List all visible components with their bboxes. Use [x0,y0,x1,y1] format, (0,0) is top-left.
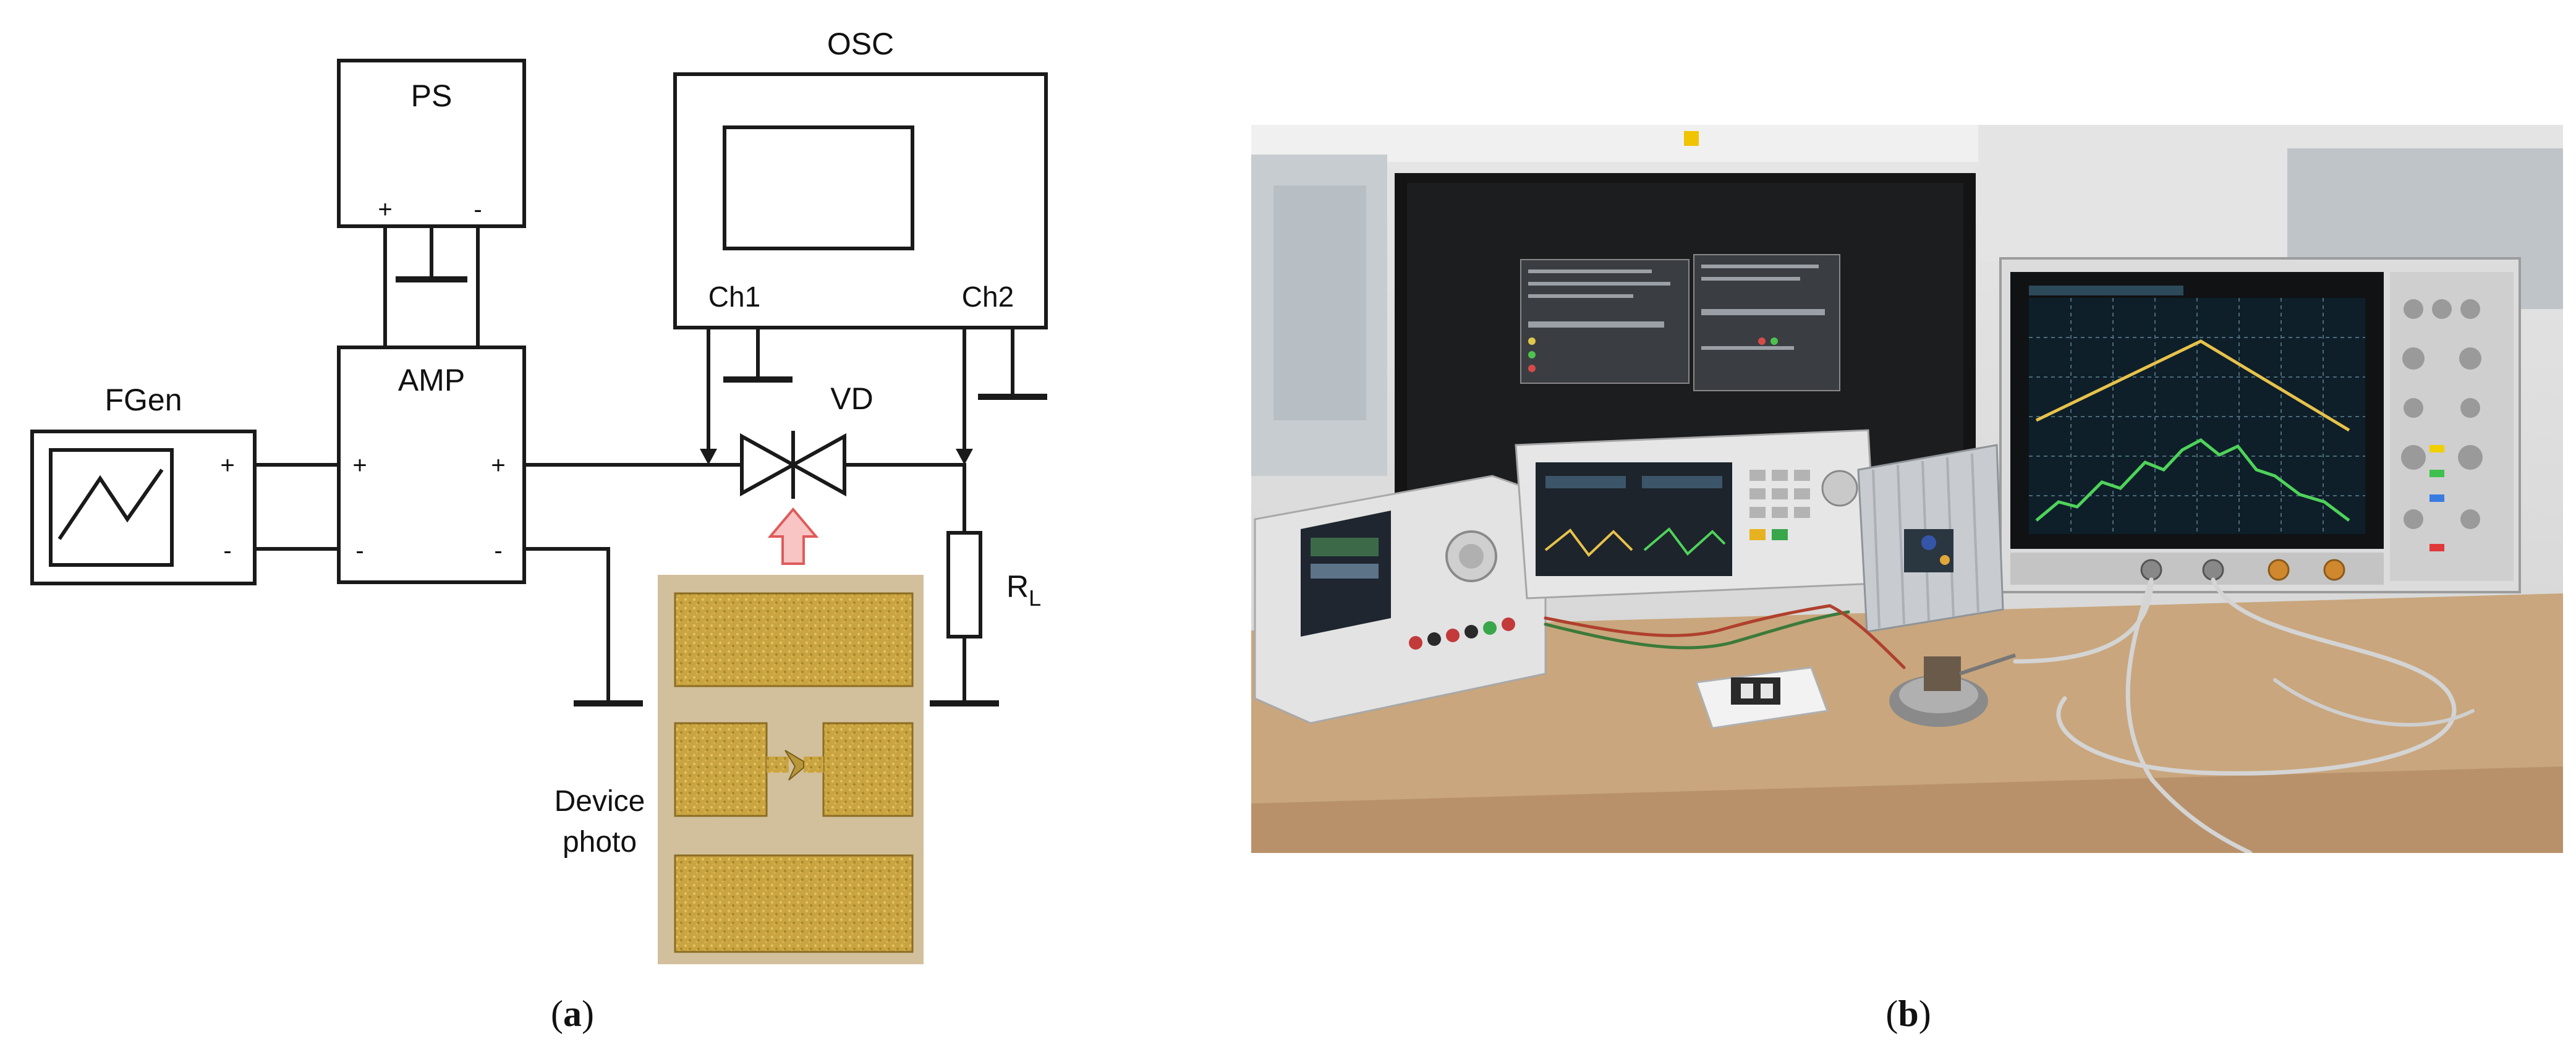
fgen-label: FGen [104,383,182,417]
device-photo-label-line2: photo [563,826,637,859]
ps-minus-terminal: - [474,196,482,223]
vd-symbol: VD [740,381,874,499]
ps-plus-terminal: + [378,196,392,223]
caption-b: (b) [1885,993,1931,1034]
osc-ch1-label: Ch1 [708,281,760,313]
power-supply [1254,475,1547,724]
amp-output-minus: - [494,537,502,564]
lab-bench-photo [1251,125,2563,853]
osc-screen [723,125,914,250]
scope-trace-ch1 [2035,339,2350,432]
device-photo-label-line1: Device [555,785,645,818]
lab-photo-panel: (b) [1251,125,2563,1034]
heatsink-amplifier [1857,444,2004,633]
ps-block: PS + - [337,59,526,228]
function-generator [1515,429,1878,600]
fgen-plus-terminal: + [220,452,234,479]
schematic-panel: PS + - AMP + - + - FGen + - [30,27,1048,1034]
osc-label: OSC [827,27,894,61]
triangle-wave-icon [57,469,164,540]
osc-ch2-label: Ch2 [962,281,1014,313]
caption-a: (a) [551,993,594,1034]
rl-resistor [946,531,982,638]
device-photo [658,575,924,964]
scope-trace-ch2 [2035,438,2350,522]
ps-label: PS [411,78,453,113]
amp-input-minus: - [355,537,363,564]
oscilloscope [1999,257,2521,593]
rl-label: RL [1006,569,1041,611]
fgen-minus-terminal: - [223,537,231,564]
amp-block: AMP + - + - [337,346,526,584]
device-holder [1694,666,1829,729]
fgen-block: FGen + - [30,383,257,585]
osc-block: OSC Ch1 Ch2 [673,27,1048,329]
device-pointer-arrow [767,507,819,565]
amp-label: AMP [398,363,465,397]
probe-station [1889,653,2016,727]
amp-output-plus: + [491,452,505,479]
amp-input-plus: + [352,452,367,479]
vd-label: VD [830,381,873,416]
